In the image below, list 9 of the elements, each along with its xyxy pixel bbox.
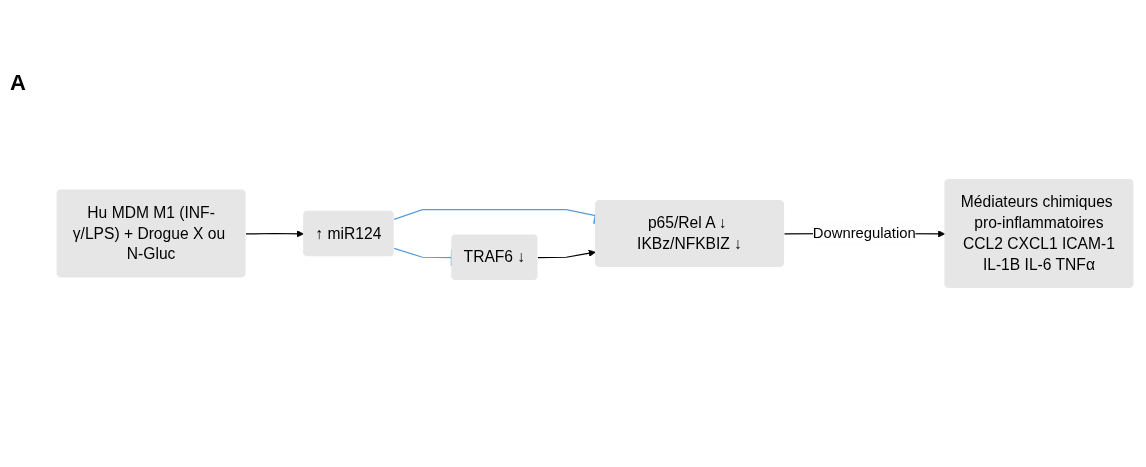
node-box: ↑ miR124 (303, 210, 394, 257)
node-box: TRAF6 ↓ (451, 234, 538, 281)
node-box: Hu MDM M1 (INF-γ/LPS) + Drogue X ou N-Gluc (56, 189, 246, 278)
node-box: Médiateurs chimiques pro-inflammatoires CCL2 CXCL1 ICAM-1 IL-1B IL-6 TNFα (944, 179, 1134, 288)
arrow (245, 230, 304, 238)
panel-letter: A (10, 70, 26, 96)
arrow (537, 249, 596, 259)
edge-label: Downregulation (812, 224, 916, 242)
node-box: p65/Rel A ↓ IKBz/NFKBIZ ↓ (595, 200, 785, 267)
